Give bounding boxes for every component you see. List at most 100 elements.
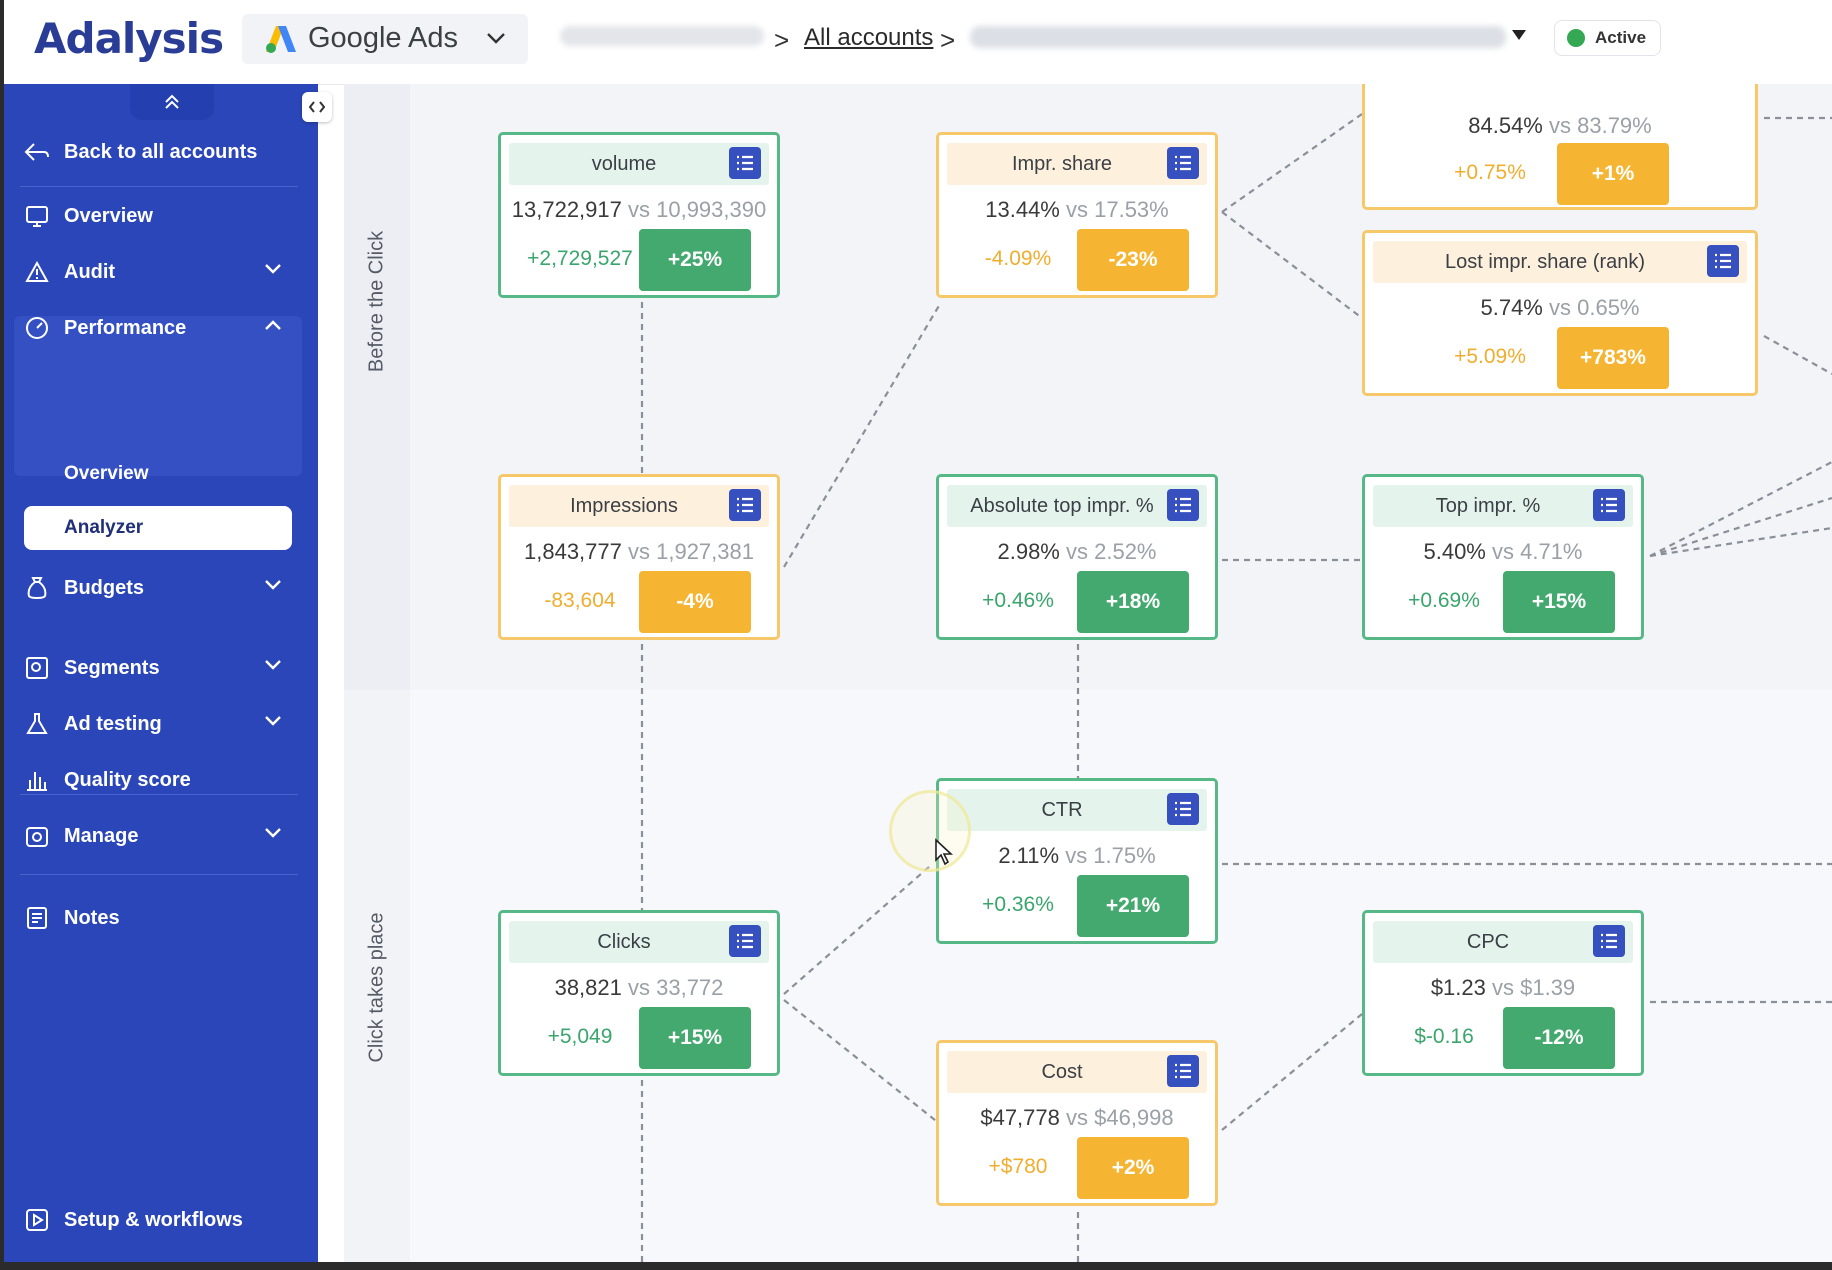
adalysis-logo[interactable]: Adalysis (34, 14, 224, 63)
nav-label: Audit (64, 260, 116, 283)
metric-values: $1.23 vs $1.39 (1365, 975, 1641, 1001)
platform-label: Google Ads (308, 22, 458, 54)
metric-values: $47,778 vs $46,998 (939, 1105, 1215, 1131)
metric-card-impressions[interactable]: Impressions 1,843,777 vs 1,927,381 -83,6… (498, 474, 780, 640)
card-header: CTR (947, 789, 1207, 831)
sidebar-item-segments[interactable]: Segments (20, 644, 298, 692)
list-icon[interactable] (1707, 245, 1739, 277)
metric-card-cpc[interactable]: CPC $1.23 vs $1.39 $-0.16 -12% (1362, 910, 1644, 1076)
percent-change-badge: +15% (1503, 571, 1615, 633)
card-title: Top impr. % (1435, 494, 1541, 517)
analyzer-canvas[interactable]: Before the Click Click takes place (344, 84, 1832, 1262)
nav-label: Segments (64, 656, 160, 679)
previous-value: vs 1,927,381 (628, 539, 754, 564)
metric-values: 5.40% vs 4.71% (1365, 539, 1641, 565)
chevron-down-icon (487, 33, 505, 44)
sidebar-item-quality-score[interactable]: Quality score (20, 756, 298, 804)
metric-values: 1,843,777 vs 1,927,381 (501, 539, 777, 565)
metric-values: 38,821 vs 33,772 (501, 975, 777, 1001)
card-header: Absolute top impr. % (947, 485, 1207, 527)
sidebar-item-manage[interactable]: Manage (20, 812, 298, 860)
list-icon[interactable] (1593, 925, 1625, 957)
delta-value: +2,729,527 (527, 247, 633, 270)
metric-card-cost[interactable]: Cost $47,778 vs $46,998 +$780 +2% (936, 1040, 1218, 1206)
metric-card-top-impr[interactable]: Top impr. % 5.40% vs 4.71% +0.69% +15% (1362, 474, 1644, 640)
metric-card-clicks[interactable]: Clicks 38,821 vs 33,772 +5,049 +15% (498, 910, 780, 1076)
bar-chart-icon (24, 767, 50, 793)
previous-value: vs 1.75% (1065, 843, 1156, 868)
list-icon[interactable] (729, 925, 761, 957)
card-title: Clicks (597, 930, 651, 953)
metric-card-volume[interactable]: volume 13,722,917 vs 10,993,390 +2,729,5… (498, 132, 780, 298)
metric-values: 13,722,917 vs 10,993,390 (501, 197, 777, 223)
delta-value: +0.69% (1408, 589, 1480, 612)
metric-card-ctr[interactable]: CTR 2.11% vs 1.75% +0.36% +21% (936, 778, 1218, 944)
percent-change-badge: +1% (1557, 143, 1669, 205)
delta-value: +0.46% (982, 589, 1054, 612)
chevron-down-icon (265, 580, 281, 590)
metric-card-absolute-top-impr[interactable]: Absolute top impr. % 2.98% vs 2.52% +0.4… (936, 474, 1218, 640)
code-arrows-icon (309, 101, 325, 113)
status-label: Active (1595, 28, 1647, 47)
list-icon[interactable] (1167, 147, 1199, 179)
card-header: CPC (1373, 921, 1633, 963)
metric-values: 13.44% vs 17.53% (939, 197, 1215, 223)
nav-label: Overview (64, 204, 153, 227)
nav-label: Notes (64, 906, 120, 929)
percent-change-badge: +21% (1077, 875, 1189, 937)
current-value: $1.23 (1430, 975, 1486, 1000)
breadcrumb-all-accounts[interactable]: All accounts (804, 24, 934, 51)
previous-value: vs 2.52% (1066, 539, 1157, 564)
sidebar-subitem-overview[interactable]: Overview (64, 463, 149, 484)
blurred-account-name[interactable] (970, 26, 1506, 48)
stage-label-column (344, 690, 410, 1262)
sidebar-item-performance[interactable]: Performance (20, 304, 298, 352)
percent-change-badge: +783% (1557, 327, 1669, 389)
mouse-pointer-icon (935, 838, 954, 866)
platform-selector[interactable]: Google Ads (242, 14, 528, 64)
list-icon[interactable] (1167, 489, 1199, 521)
sidebar-item-setup-workflows[interactable]: Setup & workflows (20, 1196, 298, 1244)
list-icon[interactable] (1167, 793, 1199, 825)
metric-values: 2.11% vs 1.75% (939, 843, 1215, 869)
card-header: Impressions (509, 485, 769, 527)
card-title: Impr. share (1011, 152, 1113, 175)
sidebar-item-ad-testing[interactable]: Ad testing (20, 700, 298, 748)
card-title: CTR (1041, 798, 1083, 821)
top-bar: Adalysis Google Ads > All accounts > Act… (4, 0, 1832, 85)
list-icon[interactable] (729, 489, 761, 521)
list-icon[interactable] (729, 147, 761, 179)
card-title: Impressions (570, 494, 678, 517)
percent-change-badge: +2% (1077, 1137, 1189, 1199)
sidebar-item-audit[interactable]: Audit (20, 248, 298, 296)
previous-value: vs 83.79% (1549, 113, 1652, 138)
list-icon[interactable] (1593, 489, 1625, 521)
metric-values: 2.98% vs 2.52% (939, 539, 1215, 565)
cursor-highlight (889, 790, 971, 872)
metric-card-top-partial[interactable]: 84.54% vs 83.79% +0.75% +1% (1362, 84, 1758, 210)
chevron-up-icon (265, 320, 281, 330)
chevron-down-icon (265, 716, 281, 726)
card-title: volume (591, 152, 657, 175)
sidebar-item-budgets[interactable]: Budgets (20, 564, 298, 612)
delta-value: +$780 (988, 1155, 1048, 1178)
sidebar-item-notes[interactable]: Notes (20, 894, 298, 942)
collapse-top-button[interactable] (130, 84, 214, 120)
sidebar-item-overview[interactable]: Overview (20, 192, 298, 240)
notes-icon (24, 905, 50, 931)
list-icon[interactable] (1167, 1055, 1199, 1087)
percent-change-badge: +18% (1077, 571, 1189, 633)
sidebar-subitem-analyzer[interactable]: Analyzer (24, 506, 292, 550)
caret-down-icon[interactable] (1512, 30, 1526, 40)
delta-value: $-0.16 (1414, 1025, 1474, 1048)
card-header: Impr. share (947, 143, 1207, 185)
metric-card-impr-share[interactable]: Impr. share 13.44% vs 17.53% -4.09% -23% (936, 132, 1218, 298)
chevron-down-icon (265, 828, 281, 838)
delta-value: +0.75% (1454, 161, 1526, 184)
back-to-all-accounts[interactable]: Back to all accounts (20, 128, 298, 176)
metric-card-lost-impr-share-rank[interactable]: Lost impr. share (rank) 5.74% vs 0.65% +… (1362, 230, 1758, 396)
sidebar-toggle-button[interactable] (302, 92, 332, 122)
breadcrumb-separator: > (940, 25, 956, 55)
previous-value: vs 0.65% (1549, 295, 1640, 320)
current-value: 5.40% (1423, 539, 1486, 564)
